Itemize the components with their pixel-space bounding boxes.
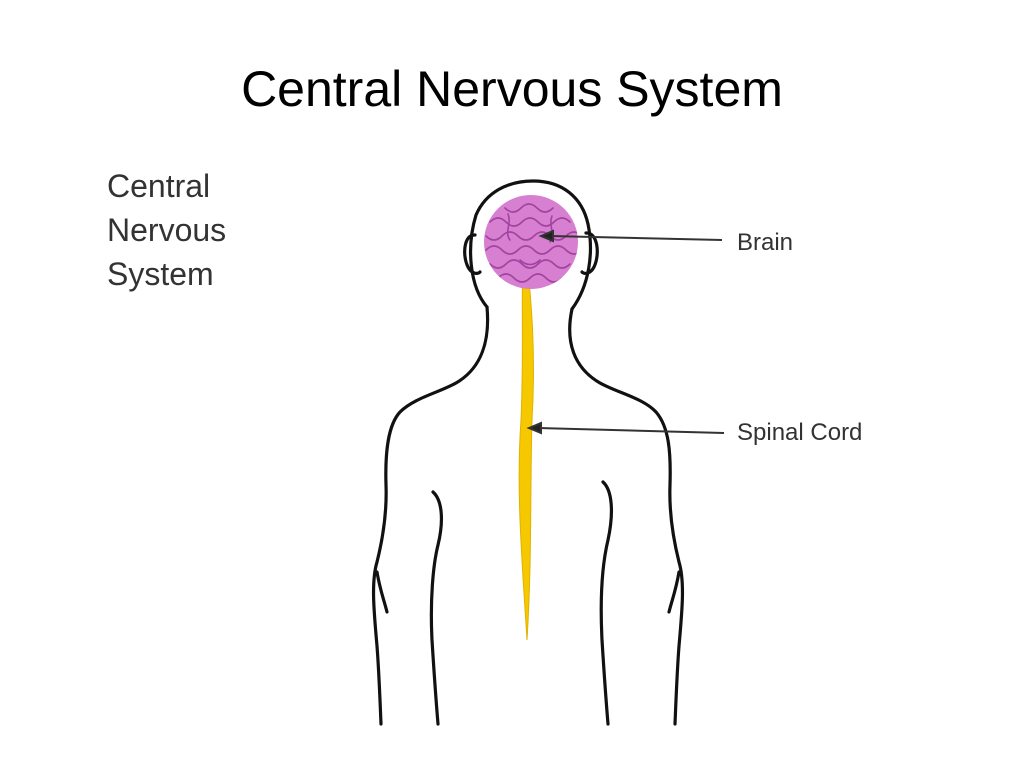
right-inner-arm — [599, 480, 614, 726]
right-armpit-line — [667, 570, 681, 614]
left-body-outline — [371, 305, 490, 726]
brain — [484, 195, 578, 289]
body-outline — [371, 179, 685, 726]
spinal-cord-arrowhead — [526, 421, 542, 435]
slide-title: Central Nervous System — [241, 61, 783, 117]
brain-arrowhead — [538, 229, 554, 243]
spinal-cord-label: Spinal Cord — [737, 419, 863, 446]
spinal-cord — [518, 257, 534, 641]
spinal-cord-leader-line — [537, 427, 725, 434]
head-outline — [469, 179, 593, 311]
left-armpit-line — [375, 570, 389, 614]
left-inner-arm — [429, 490, 444, 726]
side-label-line-3: System — [107, 256, 214, 292]
side-label-line-1: Central — [107, 168, 211, 204]
right-body-outline — [568, 307, 685, 726]
side-label-line-2: Nervous — [107, 212, 227, 248]
side-label: Central Nervous System — [107, 164, 226, 296]
left-ear — [463, 233, 482, 275]
brain-label: Brain — [737, 229, 794, 256]
brain-leader-line — [549, 235, 723, 241]
leader-lines — [526, 229, 725, 435]
